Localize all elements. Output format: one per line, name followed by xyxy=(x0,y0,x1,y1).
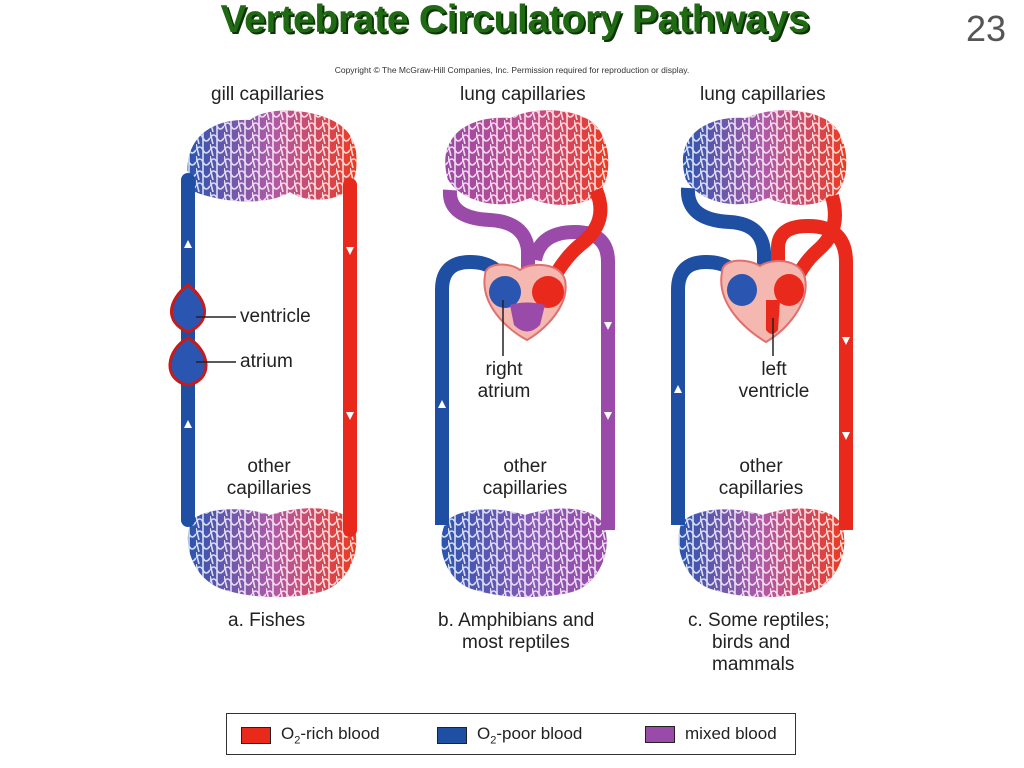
fish-other-line2: capillaries xyxy=(226,478,312,499)
fish-ventricle-shape xyxy=(170,283,206,334)
mammal-caption: c. Some reptiles; birds and mammals xyxy=(688,610,830,676)
ventricle-label: ventricle xyxy=(240,306,311,327)
amphibian-other-capillaries-label: other capillaries xyxy=(470,456,580,500)
fish-atrium-shape xyxy=(168,336,208,387)
amphibian-left-atrium-shape xyxy=(532,276,564,308)
amphibian-systemic-artery xyxy=(528,224,615,530)
left-ventricle-line2: ventricle xyxy=(738,381,810,402)
amphibian-lung-capillaries-label: lung capillaries xyxy=(460,84,586,105)
mammal-pulmonary-artery xyxy=(680,187,771,320)
fish-other-capillaries-label: other capillaries xyxy=(214,456,324,500)
amphibian-flow-arrow-up xyxy=(438,400,446,408)
amphibian-pulmonary-artery xyxy=(442,189,535,300)
amphibian-other-line1: other xyxy=(503,456,547,477)
amphibian-caption: b. Amphibians and most reptiles xyxy=(438,610,594,654)
mammal-left-side-shape xyxy=(774,274,804,306)
o2-poor-swatch xyxy=(437,726,467,744)
right-atrium-line1: right xyxy=(485,359,523,380)
amphibian-caption-line1: b. Amphibians and xyxy=(438,610,595,631)
mammal-caption-line3: mammals xyxy=(712,654,795,675)
mammal-right-side-shape xyxy=(727,274,757,306)
right-atrium-line2: atrium xyxy=(477,381,531,402)
amphibian-ventricle-shape xyxy=(510,302,545,332)
mammal-caption-line2: birds and xyxy=(712,632,791,653)
fish-other-capillaries xyxy=(187,508,357,598)
mammal-left-ventricle-shape xyxy=(766,300,780,334)
amphibian-caption-line2: most reptiles xyxy=(462,632,570,653)
slide-title: Vertebrate Circulatory Pathways xyxy=(220,0,810,41)
atrium-label: atrium xyxy=(240,351,293,372)
panel-mammals xyxy=(671,110,853,598)
fish-gill-capillaries-label: gill capillaries xyxy=(211,84,324,105)
slide-number: 23 xyxy=(966,8,1007,49)
mixed-label: mixed blood xyxy=(685,724,777,743)
left-ventricle-label: left ventricle xyxy=(724,359,824,403)
mammal-aorta xyxy=(771,218,853,530)
legend: O2-rich blood O2-poor blood mixed blood xyxy=(226,713,796,755)
o2-poor-label: O2-poor blood xyxy=(477,724,583,747)
mammal-caption-line1: c. Some reptiles; xyxy=(688,610,830,631)
o2-rich-label: O2-rich blood xyxy=(281,724,380,747)
right-atrium-label: right atrium xyxy=(464,359,544,403)
o2-rich-swatch xyxy=(241,726,271,744)
legend-mixed: mixed blood xyxy=(645,724,777,744)
mammal-other-capillaries-label: other capillaries xyxy=(706,456,816,500)
amphibian-right-atrium-shape xyxy=(489,276,521,308)
fish-gill-capillaries xyxy=(187,110,357,202)
fish-other-line1: other xyxy=(247,456,291,477)
legend-o2-rich: O2-rich blood xyxy=(241,724,380,746)
mammal-lung-capillaries-label: lung capillaries xyxy=(700,84,826,105)
mammal-other-line2: capillaries xyxy=(718,478,804,499)
mammal-other-line1: other xyxy=(739,456,783,477)
left-ventricle-line1: left xyxy=(761,359,787,380)
fish-caption: a. Fishes xyxy=(228,610,306,631)
mammal-flow-arrow-up xyxy=(674,385,682,393)
panel-amphibians xyxy=(435,110,615,598)
copyright-notice: Copyright © The McGraw-Hill Companies, I… xyxy=(334,65,690,75)
amphibian-lung-capillaries xyxy=(445,110,609,205)
legend-o2-poor: O2-poor blood xyxy=(437,724,582,746)
panel-fishes xyxy=(168,110,357,598)
amphibian-other-capillaries xyxy=(441,508,607,598)
mammal-other-capillaries xyxy=(678,508,845,598)
mammal-lung-capillaries xyxy=(682,110,847,205)
mixed-swatch xyxy=(645,725,675,743)
amphibian-other-line2: capillaries xyxy=(482,478,568,499)
